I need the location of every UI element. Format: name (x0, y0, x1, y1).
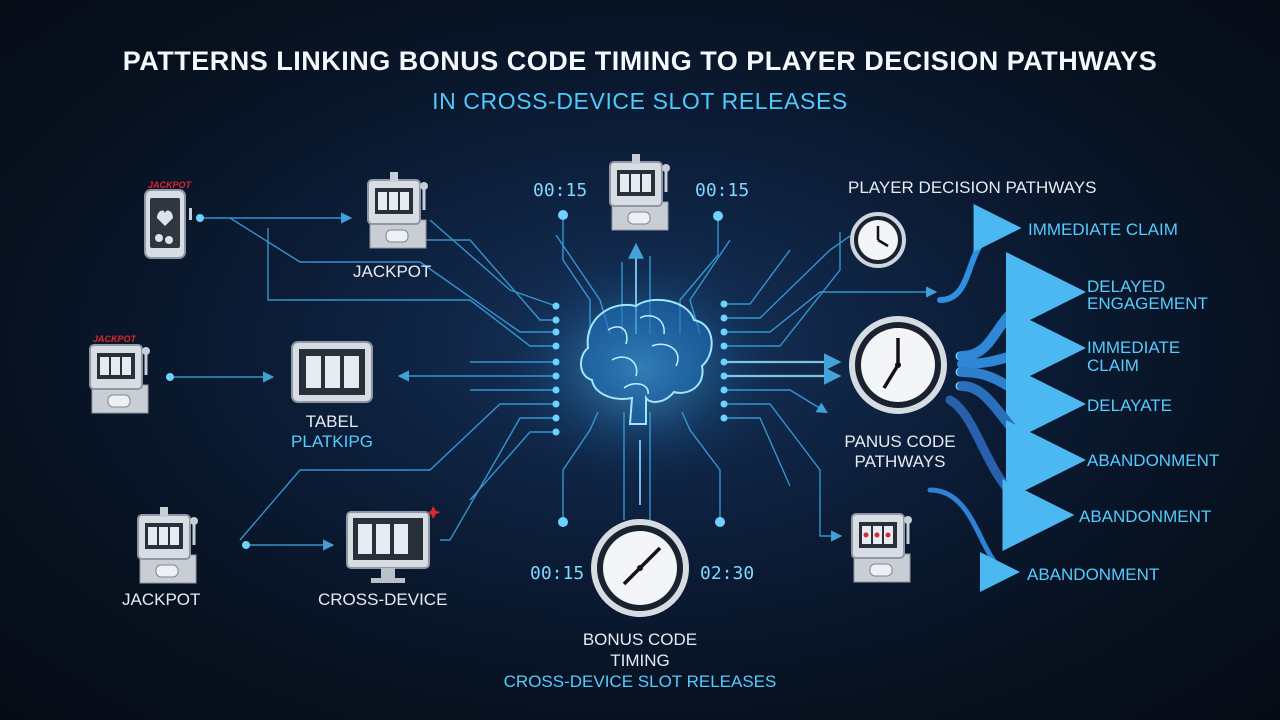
slot-machine-icon-left (89, 344, 150, 414)
bonus-label-3: CROSS-DEVICE SLOT RELEASES (503, 672, 777, 691)
outcome-engagement: ENGAGEMENT (1087, 294, 1208, 313)
slot-machine-icon-right (851, 513, 912, 583)
outcome-abandonment-2: ABANDONMENT (1079, 507, 1212, 526)
monitor-icon (346, 506, 441, 583)
brain-icon (580, 298, 713, 425)
outcome-immediate-claim-1: IMMEDIATE CLAIM (1028, 220, 1178, 239)
phone-icon (144, 189, 192, 259)
slot-machine-icon-bottom (137, 507, 198, 584)
outcome-delayate: DELAYATE (1087, 396, 1173, 415)
outcome-abandonment-3: ABANDONMENT (1027, 565, 1160, 584)
slot-machine-icon-center (609, 154, 670, 231)
tablet-label-2: PLATKIPG (291, 432, 373, 451)
bonus-label-1: BONUS CODE (582, 630, 698, 649)
slot-top-label: JACKPOT (353, 262, 432, 281)
clock-label-2: PATHWAYS (854, 452, 946, 471)
outcome-claim: CLAIM (1087, 356, 1139, 375)
tablet-icon (291, 341, 373, 403)
bonus-label-2: TIMING (610, 651, 670, 670)
small-clock-icon (850, 212, 906, 268)
circuit-lines (170, 212, 938, 551)
outcome-ribbons (927, 204, 1086, 592)
outcome-abandonment-1: ABANDONMENT (1087, 451, 1220, 470)
monitor-label: CROSS-DEVICE (318, 590, 448, 609)
timer-bottom-right: 02:30 (700, 563, 755, 584)
phone-badge: JACKPOT (148, 180, 192, 190)
slot-machine-icon-top (367, 172, 428, 249)
large-clock-icon (849, 316, 947, 414)
diagram-subtitle: IN CROSS-DEVICE SLOT RELEASES (432, 88, 848, 114)
outcome-immediate: IMMEDIATE (1087, 338, 1181, 357)
right-section-title: PLAYER DECISION PATHWAYS (848, 178, 1097, 197)
timer-bottom-left: 00:15 (530, 563, 585, 584)
outcome-delayed: DELAYED (1087, 277, 1166, 296)
tablet-label-1: TABEL (305, 412, 359, 431)
diagram-title: PATTERNS LINKING BONUS CODE TIMING TO PL… (122, 46, 1158, 76)
slot-badge: JACKPOT (93, 334, 137, 344)
timer-top-left: 00:15 (533, 180, 588, 201)
bottom-clock-icon (591, 519, 689, 617)
timer-top-right: 00:15 (695, 180, 750, 201)
clock-label-1: PANUS CODE (844, 432, 956, 451)
slot-bottom-label: JACKPOT (122, 590, 201, 609)
